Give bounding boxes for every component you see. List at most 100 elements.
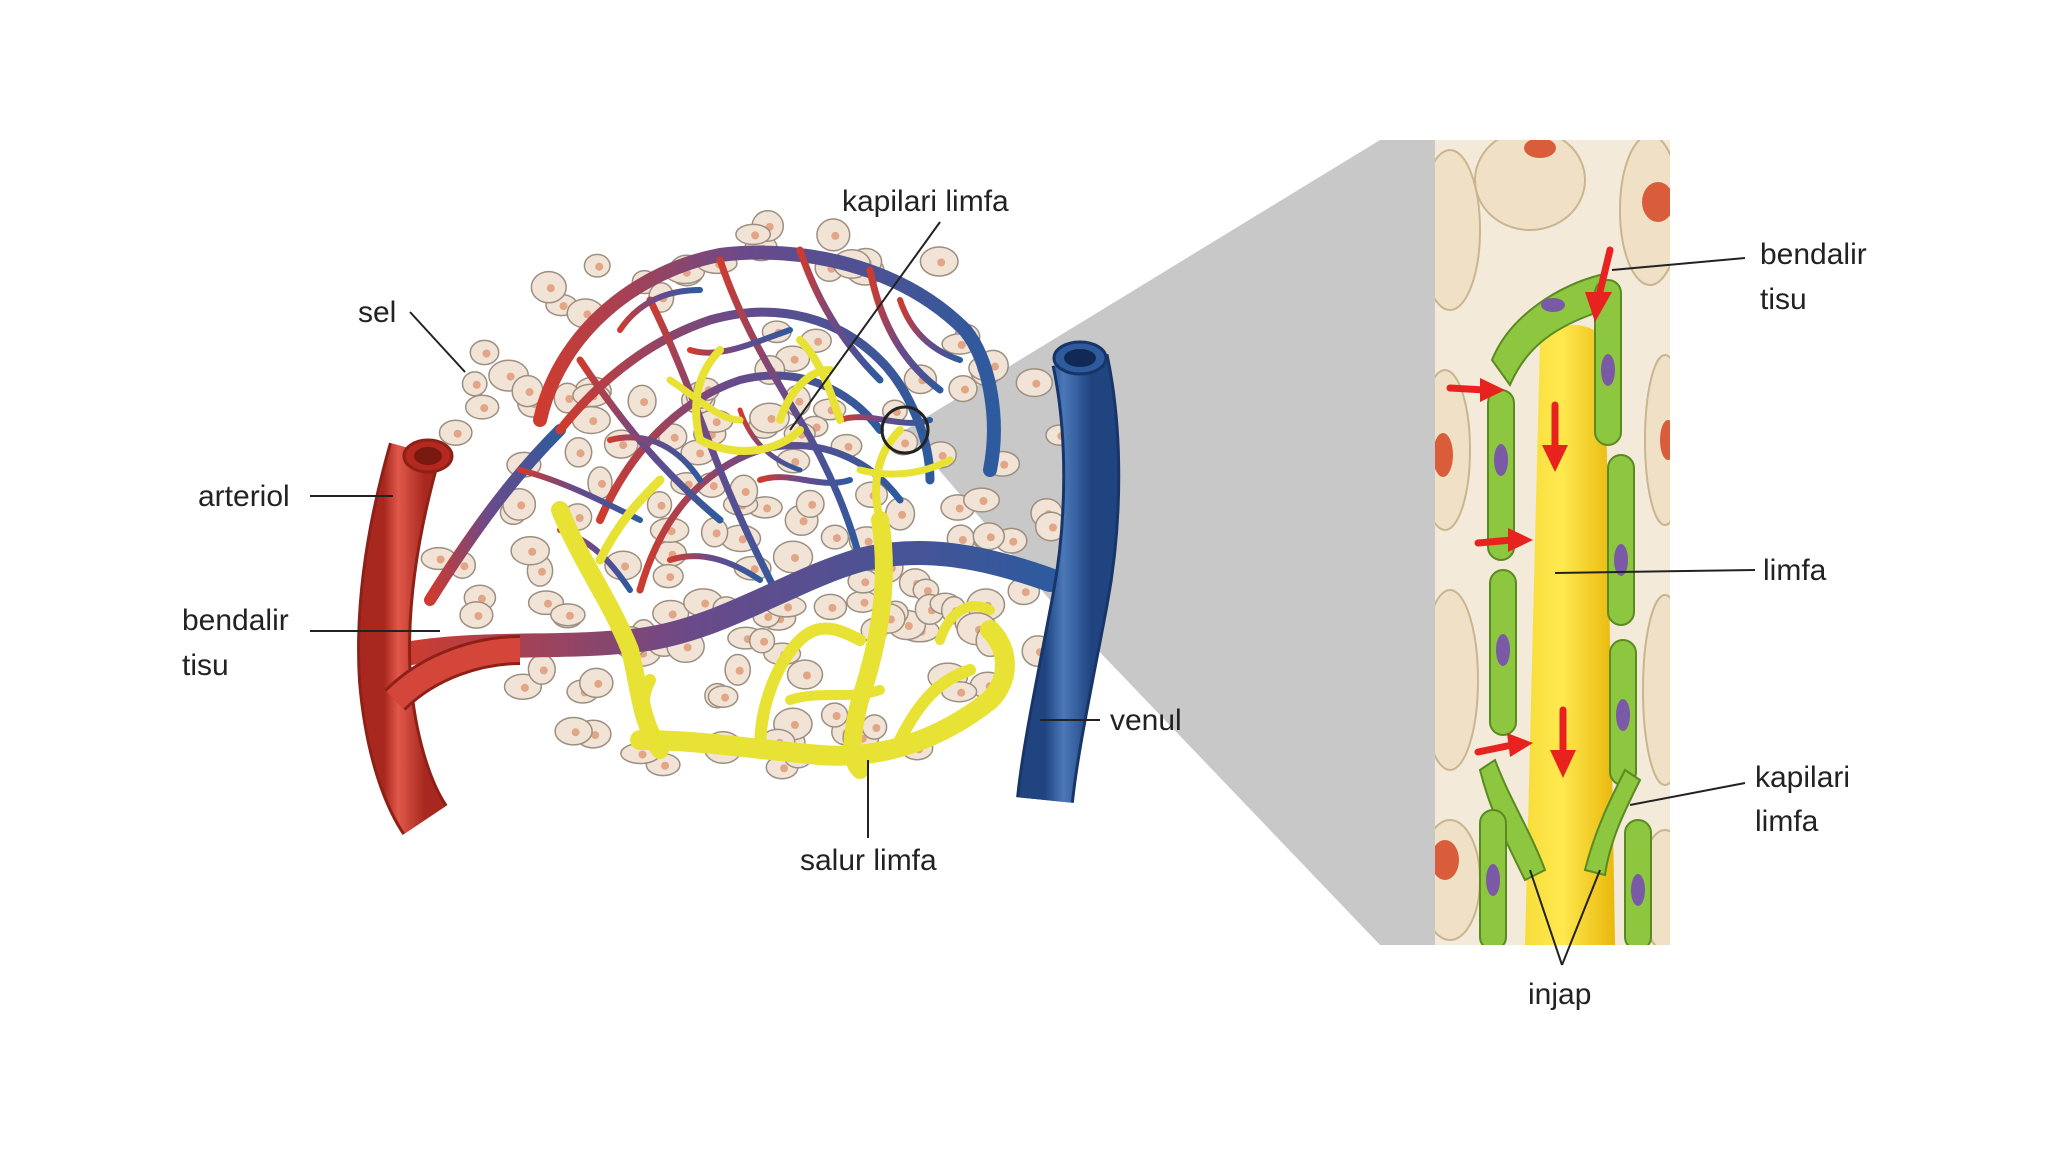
tissue-cell-nucleus <box>480 404 489 413</box>
tissue-cell-nucleus <box>436 555 445 564</box>
label-bendalir-right: bendalir <box>1760 238 1867 271</box>
tissue-cell-nucleus <box>453 429 462 438</box>
tissue-cell-nucleus <box>799 517 808 526</box>
tissue-cell-nucleus <box>1049 523 1057 532</box>
tissue-cell-nucleus <box>460 562 469 571</box>
tissue-cell-nucleus <box>640 398 649 407</box>
label-salur-limfa: salur limfa <box>800 844 937 877</box>
tissue-cell-nucleus <box>831 231 840 240</box>
tissue-cell-nucleus <box>683 643 692 652</box>
leader-lines <box>310 221 1756 966</box>
tissue-cell-nucleus <box>760 637 769 646</box>
tissue-cell-nucleus <box>575 514 584 522</box>
tissue-cell-nucleus <box>528 547 537 556</box>
tissue-cell-nucleus <box>594 679 603 688</box>
zoom-target-circle <box>880 405 930 455</box>
zoom-cell-nuclei <box>1435 140 1670 880</box>
tissue-cell-nucleus <box>696 449 705 458</box>
tissue-cell-nucleus <box>864 537 873 546</box>
tissue-cell-nucleus <box>901 439 910 448</box>
tissue-cell-nucleus <box>790 355 799 364</box>
tissue-cell-nucleus <box>767 415 776 423</box>
tissue-cell-nucleus <box>750 565 759 574</box>
tissue-cell-nucleus <box>670 433 679 442</box>
tissue-cells <box>420 210 1074 780</box>
label-venul: venul <box>1110 704 1182 737</box>
label-arteriol: arteriol <box>198 480 290 513</box>
tissue-cell-nucleus <box>525 388 534 397</box>
label-injap: injap <box>1528 978 1591 1011</box>
tissue-cell-nucleus <box>539 666 548 675</box>
tissue-cell-nucleus <box>565 395 574 403</box>
tissue-cell-nucleus <box>666 573 675 582</box>
tissue-cell-nucleus <box>544 599 552 608</box>
tissue-cell-nucleus <box>546 284 555 293</box>
tissue-cell-nucleus <box>712 418 721 427</box>
tissue-cell-nucleus <box>559 302 568 311</box>
tissue-cell-nucleus <box>589 417 598 426</box>
tissue-cell-nucleus <box>1000 460 1009 469</box>
flow-arrows <box>1446 246 1614 778</box>
tissue-cell-nucleus <box>472 380 481 389</box>
tissue-cell-nucleus <box>957 688 966 697</box>
tissue-cell-nucleus <box>1009 537 1018 546</box>
label-tisu-left: tisu <box>182 649 229 682</box>
tissue-cell-nucleus <box>937 258 946 267</box>
tissue-cell-nucleus <box>979 497 988 505</box>
tissue-cell-nucleus <box>763 504 772 513</box>
tissue-cell-nucleus <box>791 458 800 466</box>
tissue-cell-nucleus <box>790 721 799 729</box>
tissue-cell-nucleus <box>961 385 969 394</box>
tissue-cell-nucleus <box>814 337 823 346</box>
tissue-cell-nucleus <box>668 610 677 619</box>
tissue-cell-nucleus <box>791 554 799 562</box>
zoom-wedge <box>905 140 1438 945</box>
tissue-cell-nucleus <box>506 372 515 381</box>
tissue-cell-nucleus <box>898 510 907 519</box>
label-kapilari-limfa: kapilari limfa <box>842 185 1009 218</box>
venule <box>1016 340 1121 804</box>
tissue-cell-nucleus <box>1032 379 1041 388</box>
tissue-cell-nucleus <box>701 599 710 608</box>
tissue-cell-nucleus <box>661 761 670 770</box>
tissue-cell-nucleus <box>638 750 647 759</box>
label-kapilari-right: kapilari <box>1755 761 1850 794</box>
tissue-cell-nucleus <box>784 603 793 612</box>
tissue-cell-nucleus <box>958 536 967 544</box>
tissue-cell-nucleus <box>576 449 585 458</box>
tissue-cell-nucleus <box>520 683 529 692</box>
label-limfa-right: limfa <box>1755 805 1819 838</box>
arteriole <box>357 438 521 835</box>
tissue-cell-nucleus <box>780 764 789 773</box>
endothelial-nuclei <box>1486 298 1645 906</box>
tissue-cell-nucleus <box>709 482 718 491</box>
tissue-cell-nucleus <box>657 501 666 510</box>
tissue-cell-nucleus <box>991 362 999 371</box>
tissue-cell-nucleus <box>477 594 486 603</box>
tissue-cell-nucleus <box>764 613 773 622</box>
tissue-cell-nucleus <box>538 567 546 576</box>
tissue-cell-nucleus <box>938 451 947 460</box>
tissue-cell-nucleus <box>595 262 604 271</box>
tissue-cell-nucleus <box>904 622 913 630</box>
tissue-cell-nucleus <box>795 397 804 406</box>
zoom-panel <box>1435 140 1670 945</box>
label-tisu-right: tisu <box>1760 283 1807 316</box>
tissue-cell-nucleus <box>861 578 870 587</box>
tissue-cell-nucleus <box>571 728 580 737</box>
tissue-cell-nucleus <box>923 587 932 596</box>
tissue-cell-nucleus <box>583 310 592 319</box>
tissue-cell-nucleus <box>1021 588 1030 597</box>
tissue-cell-nucleus <box>844 442 853 451</box>
tissue-cell-nucleus <box>957 341 966 349</box>
tissue-cell-nucleus <box>712 529 721 538</box>
tissue-cell-nucleus <box>832 534 841 543</box>
tissue-cell-nucleus <box>667 527 676 536</box>
tissue-cell-nucleus <box>482 349 491 358</box>
tissue-cell-nucleus <box>828 603 837 612</box>
label-bendalir-left: bendalir <box>182 604 289 637</box>
tissue-cell-nucleus <box>986 533 995 542</box>
label-sel: sel <box>358 296 396 329</box>
